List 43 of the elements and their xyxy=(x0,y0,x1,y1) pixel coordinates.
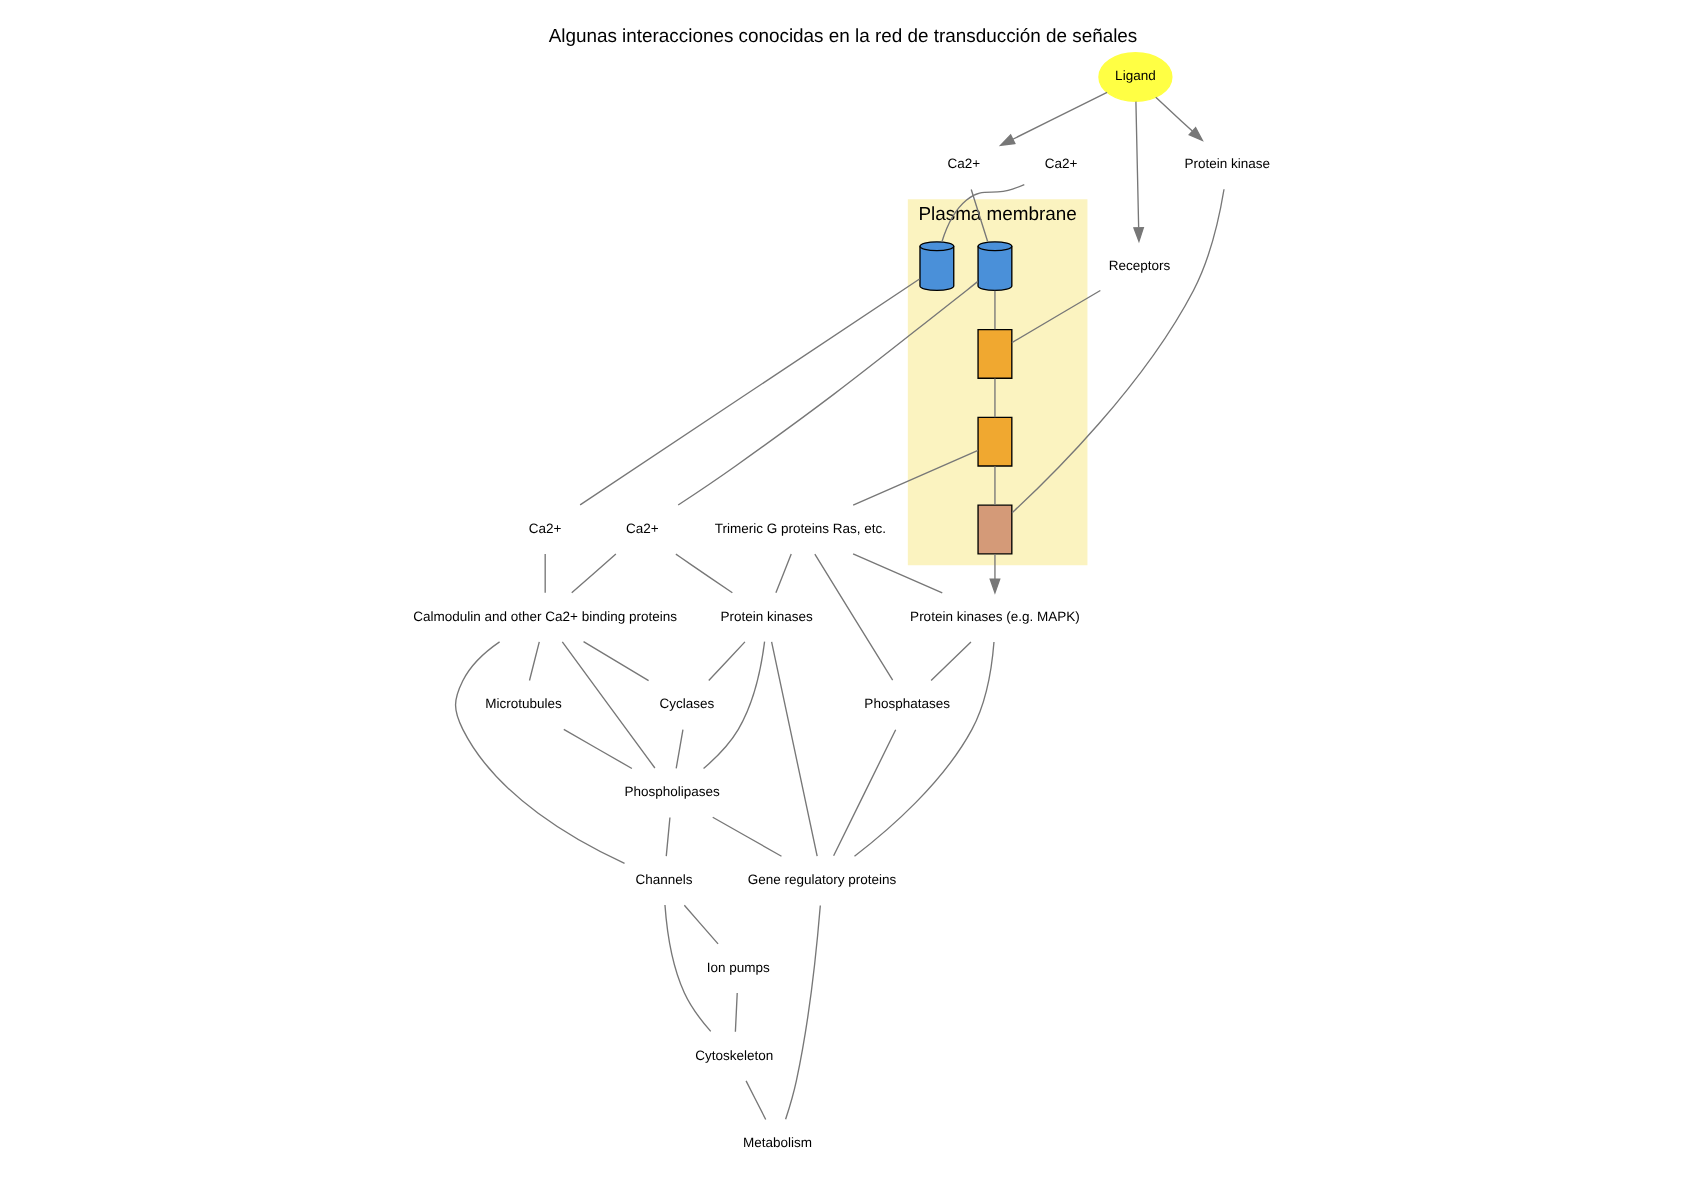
connector xyxy=(969,188,988,243)
connector xyxy=(682,904,718,945)
connector xyxy=(674,729,683,769)
connector xyxy=(674,553,733,594)
connector xyxy=(543,553,545,594)
node-box xyxy=(976,504,1012,555)
arrow xyxy=(1131,100,1144,244)
connector xyxy=(562,728,632,770)
node-box xyxy=(976,328,1012,379)
connector xyxy=(581,641,649,682)
connector xyxy=(1010,188,1224,514)
connector xyxy=(701,641,765,770)
connector xyxy=(664,816,670,857)
connector xyxy=(929,641,971,682)
connector xyxy=(578,278,920,506)
connector xyxy=(711,816,782,857)
connector xyxy=(560,641,655,769)
connector xyxy=(527,641,539,682)
connector xyxy=(676,280,978,506)
arrow xyxy=(1154,96,1203,142)
connector xyxy=(993,377,995,418)
connector xyxy=(453,641,625,864)
connector xyxy=(831,729,896,857)
connector xyxy=(733,992,737,1033)
connector xyxy=(774,553,791,594)
connector xyxy=(707,641,745,682)
connector xyxy=(570,553,616,594)
diagram-title: Algunas interacciones conocidas en la red de transducción de señales xyxy=(547,26,1137,49)
connector xyxy=(993,465,995,506)
connector xyxy=(744,1080,766,1121)
connector xyxy=(783,904,820,1120)
connector xyxy=(813,553,893,681)
arrow xyxy=(997,91,1107,147)
connector xyxy=(663,904,711,1033)
connector xyxy=(993,290,995,331)
cluster: Plasma membrane xyxy=(906,199,1087,566)
connector xyxy=(851,449,978,506)
connector xyxy=(769,641,817,857)
arrow xyxy=(988,553,1000,595)
connector xyxy=(852,641,994,857)
connector xyxy=(851,553,942,594)
connector xyxy=(940,183,1024,243)
node-box xyxy=(976,416,1012,467)
